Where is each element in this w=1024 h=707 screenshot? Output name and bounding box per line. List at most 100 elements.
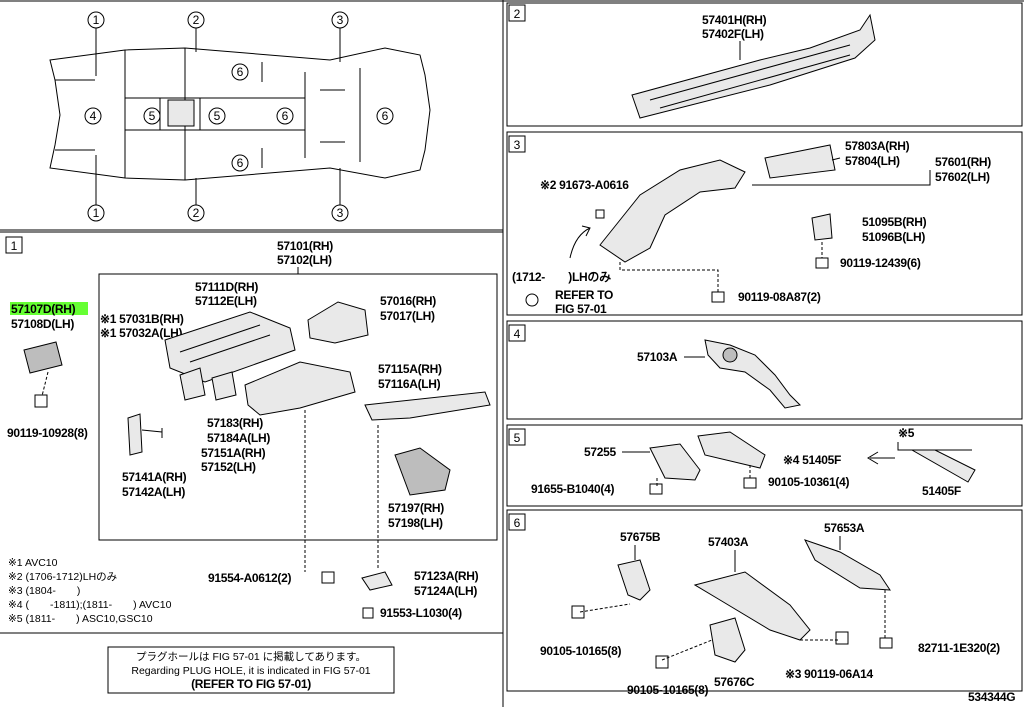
part-57401h xyxy=(631,13,876,119)
part-label: 57601(RH) xyxy=(935,155,991,169)
part-label: 51095B(RH) xyxy=(862,215,927,229)
part-label: 5 xyxy=(149,109,156,123)
part-label: 3 xyxy=(337,206,344,220)
part-57676c xyxy=(709,617,746,663)
part-label: 2 xyxy=(514,7,521,21)
part-label: 4 xyxy=(514,327,521,341)
part-label: 57102(LH) xyxy=(277,253,332,267)
part-label: 3 xyxy=(514,138,521,152)
part-label: 57197(RH) xyxy=(388,501,444,515)
part-label: 57107D(RH) xyxy=(11,302,76,316)
part-label: 57804(LH) xyxy=(845,154,900,168)
part-label: 90119-08A87(2) xyxy=(738,290,821,304)
part-51405f-main xyxy=(697,431,766,469)
part-label: ※2 (1706-1712)LHのみ xyxy=(8,571,117,583)
part-57016 xyxy=(307,301,369,344)
part-57803a xyxy=(764,144,836,179)
callout-5-a: 5 xyxy=(143,107,161,125)
part-label: 6 xyxy=(282,109,289,123)
part-label: 51405F xyxy=(922,484,961,498)
section-2: 2 57401H(RH) 57402F(LH) xyxy=(508,4,876,119)
section-1-box xyxy=(5,236,23,254)
part-51405f-alt xyxy=(910,449,976,483)
part-57601 xyxy=(599,159,746,263)
part-label: ※2 91673-A0616 xyxy=(540,178,629,192)
part-label: 57152(LH) xyxy=(201,460,256,474)
part-label: 57123A(RH) xyxy=(414,569,479,583)
part-label: 57183(RH) xyxy=(207,416,263,430)
part-57111d xyxy=(164,311,296,383)
section-3: 3 ※2 91673-A0616 57803A(RH) 57804(LH) 57… xyxy=(508,135,992,316)
part-label: ※5 xyxy=(898,426,915,440)
part-label: ※1 57031B(RH) xyxy=(100,312,184,326)
part-label: 1 xyxy=(93,13,100,27)
part-label: 57017(LH) xyxy=(380,309,435,323)
part-label: 51096B(LH) xyxy=(862,230,925,244)
part-label: ※3 (1804- ) xyxy=(8,585,80,597)
part-label: 82711-1E320(2) xyxy=(918,641,1000,655)
part-label: 91554-A0612(2) xyxy=(208,571,291,585)
part-label: 3 xyxy=(337,13,344,27)
part-label: 6 xyxy=(237,156,244,170)
part-label: 6 xyxy=(382,109,389,123)
part-label: 57115A(RH) xyxy=(378,362,442,376)
part-label: 57142A(LH) xyxy=(122,485,185,499)
callout-6-b: 6 xyxy=(276,107,294,125)
part-label: 57255 xyxy=(584,445,616,459)
part-label: 57402F(LH) xyxy=(702,27,764,41)
part-label: 57676C xyxy=(714,675,755,689)
part-label: 57116A(LH) xyxy=(378,377,441,391)
part-label: 57111D(RH) xyxy=(195,280,258,294)
part-label: 6 xyxy=(237,65,244,79)
part-label: REFER TO xyxy=(555,288,613,302)
part-label: 1 xyxy=(11,239,18,253)
callout-3-bottom: 3 xyxy=(331,168,349,222)
part-57403a xyxy=(693,571,811,641)
part-label: 57103A xyxy=(637,350,678,364)
part-label: 2 xyxy=(193,13,200,27)
floor-plan-overview xyxy=(49,47,431,181)
part-label: ※5 (1811- ) ASC10,GSC10 xyxy=(8,613,153,625)
callout-2-top: 2 xyxy=(187,11,205,52)
part-label: 57198(LH) xyxy=(388,516,443,530)
part-57675b xyxy=(617,559,651,601)
part-label: 5 xyxy=(514,431,521,445)
part-57653a xyxy=(804,539,891,591)
part-label: 91553-L1030(4) xyxy=(380,606,462,620)
callout-6-d: 6 xyxy=(231,154,249,172)
part-57031b xyxy=(179,367,206,401)
part-label: ※4 ( -1811);(1811- ) AVC10 xyxy=(8,599,172,611)
callout-1-top: 1 xyxy=(87,11,105,76)
figure-id: 534344G xyxy=(968,690,1015,704)
part-label: 5 xyxy=(214,109,221,123)
part-label: 1 xyxy=(93,206,100,220)
part-label: 2 xyxy=(193,206,200,220)
part-label: 4 xyxy=(90,109,97,123)
part-label: 57101(RH) xyxy=(277,239,333,253)
part-label: 57151A(RH) xyxy=(201,446,266,460)
callout-3-top: 3 xyxy=(331,11,349,62)
part-57103a xyxy=(704,339,802,409)
part-label: 90105-10165(8) xyxy=(627,683,709,697)
part-label: 57112E(LH) xyxy=(195,294,257,308)
part-label: ※4 51405F xyxy=(783,453,841,467)
part-label: (REFER TO FIG 57-01) xyxy=(191,677,311,691)
callout-2-bottom: 2 xyxy=(187,178,205,222)
part-label: 91655-B1040(4) xyxy=(531,482,614,496)
part-label: 90119-12439(6) xyxy=(840,256,921,270)
part-label: ※1 AVC10 xyxy=(8,557,58,569)
part-label: ※3 90119-06A14 xyxy=(785,667,874,681)
section-4: 4 57103A xyxy=(508,324,802,409)
part-label: 57108D(LH) xyxy=(11,317,74,331)
callout-6-c: 6 xyxy=(376,107,394,125)
part-label: 57124A(LH) xyxy=(414,584,477,598)
part-57107d xyxy=(23,341,63,374)
part-57141a xyxy=(127,413,143,456)
part-label: 57016(RH) xyxy=(380,294,436,308)
part-label: (1712- )LHのみ xyxy=(512,270,611,284)
part-57255 xyxy=(649,443,701,481)
section-6: 6 57675B 57403A 57653A 82711-1E320(2) 90… xyxy=(508,513,1000,697)
section-1: 1 57101(RH) 57102(LH) 57107D(RH) 57108D(… xyxy=(5,236,491,620)
part-label: 57602(LH) xyxy=(935,170,990,184)
